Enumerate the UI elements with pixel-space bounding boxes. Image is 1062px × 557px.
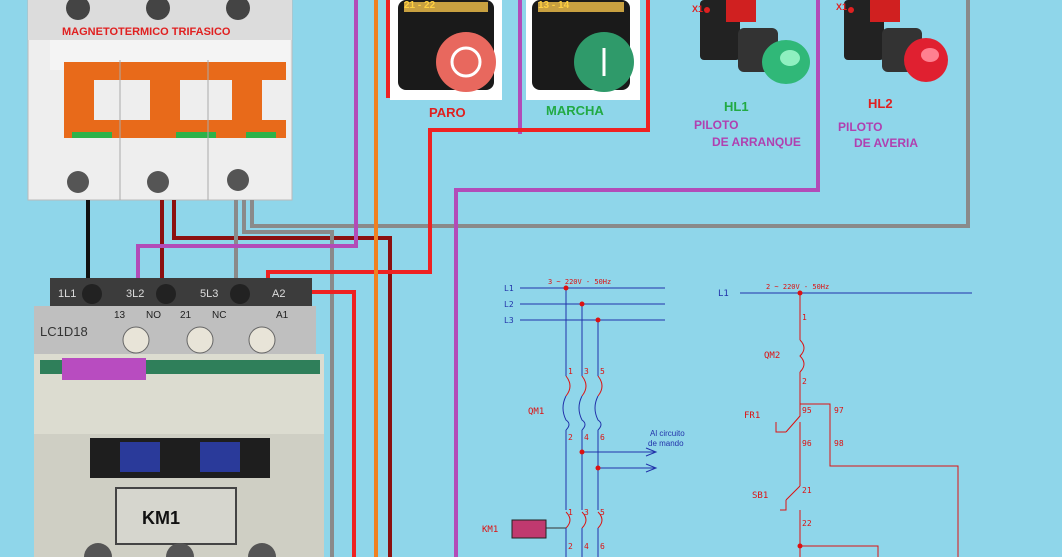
start-button-label: MARCHA (546, 103, 604, 118)
control-nodes (797, 290, 803, 549)
start-contacts-label: 13 - 14 (538, 0, 570, 11)
hl1-line2: DE ARRANQUE (712, 135, 801, 149)
sb1-term-22: 22 (802, 519, 812, 528)
contactor-aux-13: 13 (114, 310, 126, 321)
wire-purple-2 (454, 0, 820, 557)
power-schematic (520, 287, 665, 557)
contactor-screw-1 (82, 284, 102, 304)
contactor-terminal-5l3: 5L3 (200, 288, 218, 300)
three-phase-breaker (27, 0, 293, 201)
hl1-terminal-label: X1 (692, 4, 703, 14)
control-schematic (740, 292, 972, 557)
km1-bottom-4: 4 (584, 542, 589, 551)
qm1-bottom-4: 4 (584, 433, 589, 442)
start-push-button (526, 0, 640, 100)
hl2-line1: PILOTO (838, 120, 882, 134)
contactor-aux-screw-13 (122, 326, 150, 354)
qm2-term-1: 1 (802, 313, 807, 322)
contactor-terminal-a2: A2 (272, 288, 285, 300)
power-line-l1: L1 (504, 284, 514, 293)
wire-gray-3 (250, 0, 970, 228)
control-line-l1: L1 (718, 289, 729, 299)
hl1-line1: PILOTO (694, 118, 738, 132)
contactor-aux-a1: A1 (276, 310, 289, 321)
breaker-bottom-screw-3 (227, 169, 249, 191)
breaker-top-screw-2 (146, 0, 170, 20)
stop-contacts-label: 21 - 22 (404, 0, 436, 11)
breaker-title: MAGNETOTERMICO TRIFASICO (62, 26, 231, 38)
wire-darkred-2 (172, 200, 392, 557)
contactor-aux-no: NO (146, 310, 161, 321)
qm2-term-2: 2 (802, 377, 807, 386)
qm1-bottom-2: 2 (568, 433, 573, 442)
pilot-light-hl2 (844, 0, 948, 82)
contactor-km1 (34, 278, 324, 557)
stop-button-label: PARO (429, 105, 466, 120)
contactor-terminal-1l1: 1L1 (58, 288, 76, 300)
qm1-top-5: 5 (600, 367, 605, 376)
breaker-top-screw-3 (226, 0, 250, 20)
contactor-terminal-3l2: 3L2 (126, 288, 144, 300)
stop-push-button (390, 0, 502, 100)
qm1-top-3: 3 (584, 367, 589, 376)
power-nodes (563, 285, 601, 471)
fr1-term-97: 97 (834, 406, 844, 415)
km1-coil-symbol (511, 519, 547, 539)
contactor-aux-nc: NC (212, 310, 226, 321)
power-line-l2: L2 (504, 300, 514, 309)
contactor-screw-3 (230, 284, 250, 304)
fr1-label: FR1 (744, 411, 760, 421)
pilot-light-hl1 (700, 0, 810, 84)
sb1-term-21: 21 (802, 486, 812, 495)
qm1-top-1: 1 (568, 367, 573, 376)
contactor-model: LC1D18 (40, 324, 88, 339)
control-circuit-note-1: Al circuito (650, 429, 685, 438)
sb1-label: SB1 (752, 491, 768, 501)
contactor-aux-screw-21 (186, 326, 214, 354)
breaker-top-screw-1 (66, 0, 90, 20)
breaker-bottom-screw-1 (67, 171, 89, 193)
qm1-bottom-6: 6 (600, 433, 605, 442)
hl1-code: HL1 (724, 99, 749, 114)
km1-bottom-2: 2 (568, 542, 573, 551)
km1-top-3: 3 (584, 508, 589, 517)
stop-button-cap (436, 32, 496, 92)
fr1-term-95: 95 (802, 406, 812, 415)
km1-bottom-6: 6 (600, 542, 605, 551)
fr1-term-96: 96 (802, 439, 812, 448)
hl2-code: HL2 (868, 96, 893, 111)
qm1-label: QM1 (528, 407, 544, 417)
power-line-l3: L3 (504, 316, 514, 325)
km1-schematic-label: KM1 (482, 525, 498, 535)
breaker-bottom-screw-2 (147, 171, 169, 193)
control-circuit-note-2: de mando (648, 439, 684, 448)
contactor-screw-2 (156, 284, 176, 304)
hl2-terminal-label: X1 (836, 2, 847, 12)
power-supply-label: 3 ~ 220V - 50Hz (548, 278, 611, 286)
control-supply-label: 2 ~ 220V - 50Hz (766, 283, 829, 291)
wire-gray-2 (242, 200, 334, 557)
fr1-term-98: 98 (834, 439, 844, 448)
qm2-label: QM2 (764, 351, 780, 361)
km1-top-1: 1 (568, 508, 573, 517)
km1-top-5: 5 (600, 508, 605, 517)
hl2-line2: DE AVERIA (854, 136, 918, 150)
contactor-aux-screw-a1 (248, 326, 276, 354)
contactor-aux-21: 21 (180, 310, 192, 321)
contactor-tag: KM1 (142, 508, 180, 528)
